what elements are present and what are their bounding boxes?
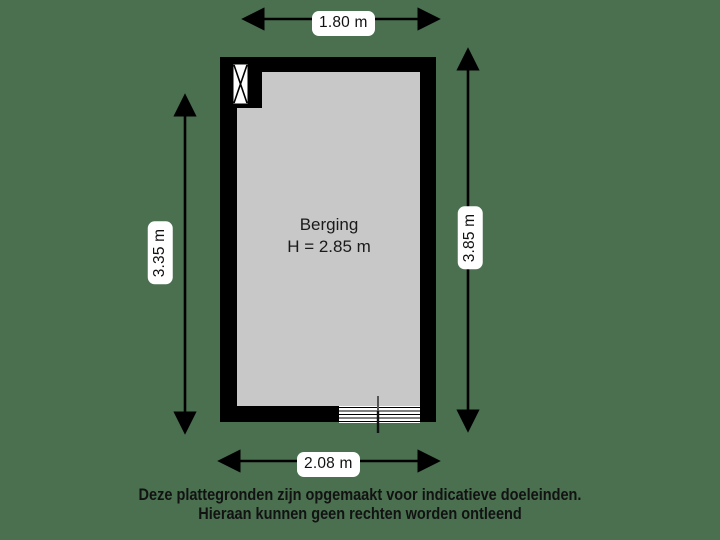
- overhead-door-icon: [339, 396, 420, 433]
- disclaimer-text: Deze plattegronden zijn opgemaakt voor i…: [43, 486, 677, 524]
- dimension-label-top: 1.80 m: [312, 11, 375, 36]
- disclaimer-line-1: Deze plattegronden zijn opgemaakt voor i…: [138, 486, 582, 504]
- disclaimer-line-2: Hieraan kunnen geen rechten worden ontle…: [198, 505, 522, 523]
- dimension-label-right: 3.85 m: [457, 206, 483, 270]
- dimension-label-left: 3.35 m: [147, 221, 173, 285]
- dimension-label-bottom: 2.08 m: [297, 452, 360, 477]
- room-floor: [237, 72, 420, 406]
- window-icon: [232, 63, 249, 105]
